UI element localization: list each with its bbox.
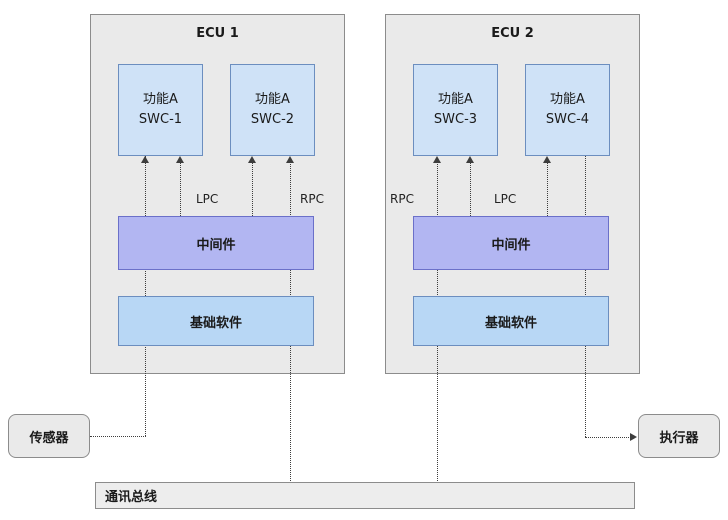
ecu1-rpc-arrowhead-icon: [286, 156, 294, 163]
ecu2-rpc-label: RPC: [390, 192, 414, 206]
swc4-name-label: SWC-4: [545, 112, 590, 127]
ecu2-lpc-line-swc3: [470, 158, 471, 216]
ecu1-lpc-line-swc2: [252, 158, 253, 216]
swc2-function-label: 功能A: [255, 91, 290, 107]
ecu1-lpc-arrowhead-swc2-icon: [248, 156, 256, 163]
ecu1-lpc-label: LPC: [196, 192, 219, 206]
ecu2-lpc-line-swc4: [547, 158, 548, 216]
ecu2-rpc-arrowhead-icon: [433, 156, 441, 163]
ecu1-middleware-block: 中间件: [118, 216, 314, 270]
swc1-block: 功能A SWC-1: [118, 64, 203, 156]
ecu2-title: ECU 2: [491, 26, 534, 41]
swc4-function-label: 功能A: [550, 91, 585, 107]
ecu1-basic-software-block: 基础软件: [118, 296, 314, 346]
swc1-function-label: 功能A: [143, 91, 178, 107]
swc2-name-label: SWC-2: [250, 112, 295, 127]
swc4-to-actuator-line-horizontal: [585, 437, 631, 438]
swc2-block: 功能A SWC-2: [230, 64, 315, 156]
ecu1-title: ECU 1: [196, 26, 239, 41]
sensor-to-swc1-line-horizontal: [90, 436, 146, 437]
ecu2-middleware-block: 中间件: [413, 216, 609, 270]
ecu1-lpc-arrowhead-swc1-icon: [176, 156, 184, 163]
ecu2-basic-software-block: 基础软件: [413, 296, 609, 346]
actuator-node: 执行器: [638, 414, 720, 458]
swc3-block: 功能A SWC-3: [413, 64, 498, 156]
ecu1-rpc-label: RPC: [300, 192, 324, 206]
sensor-node: 传感器: [8, 414, 90, 458]
ecu2-lpc-arrowhead-swc4-icon: [543, 156, 551, 163]
swc3-function-label: 功能A: [438, 91, 473, 107]
swc4-block: 功能A SWC-4: [525, 64, 610, 156]
ecu2-lpc-arrowhead-swc3-icon: [466, 156, 474, 163]
sensor-to-swc1-arrowhead-icon: [141, 156, 149, 163]
ecu2-lpc-label: LPC: [494, 192, 517, 206]
actuator-arrowhead-icon: [630, 433, 637, 441]
swc3-name-label: SWC-3: [433, 112, 478, 127]
swc1-name-label: SWC-1: [138, 112, 183, 127]
communication-bus: 通讯总线: [95, 482, 635, 509]
ecu1-lpc-line-swc1: [180, 158, 181, 216]
